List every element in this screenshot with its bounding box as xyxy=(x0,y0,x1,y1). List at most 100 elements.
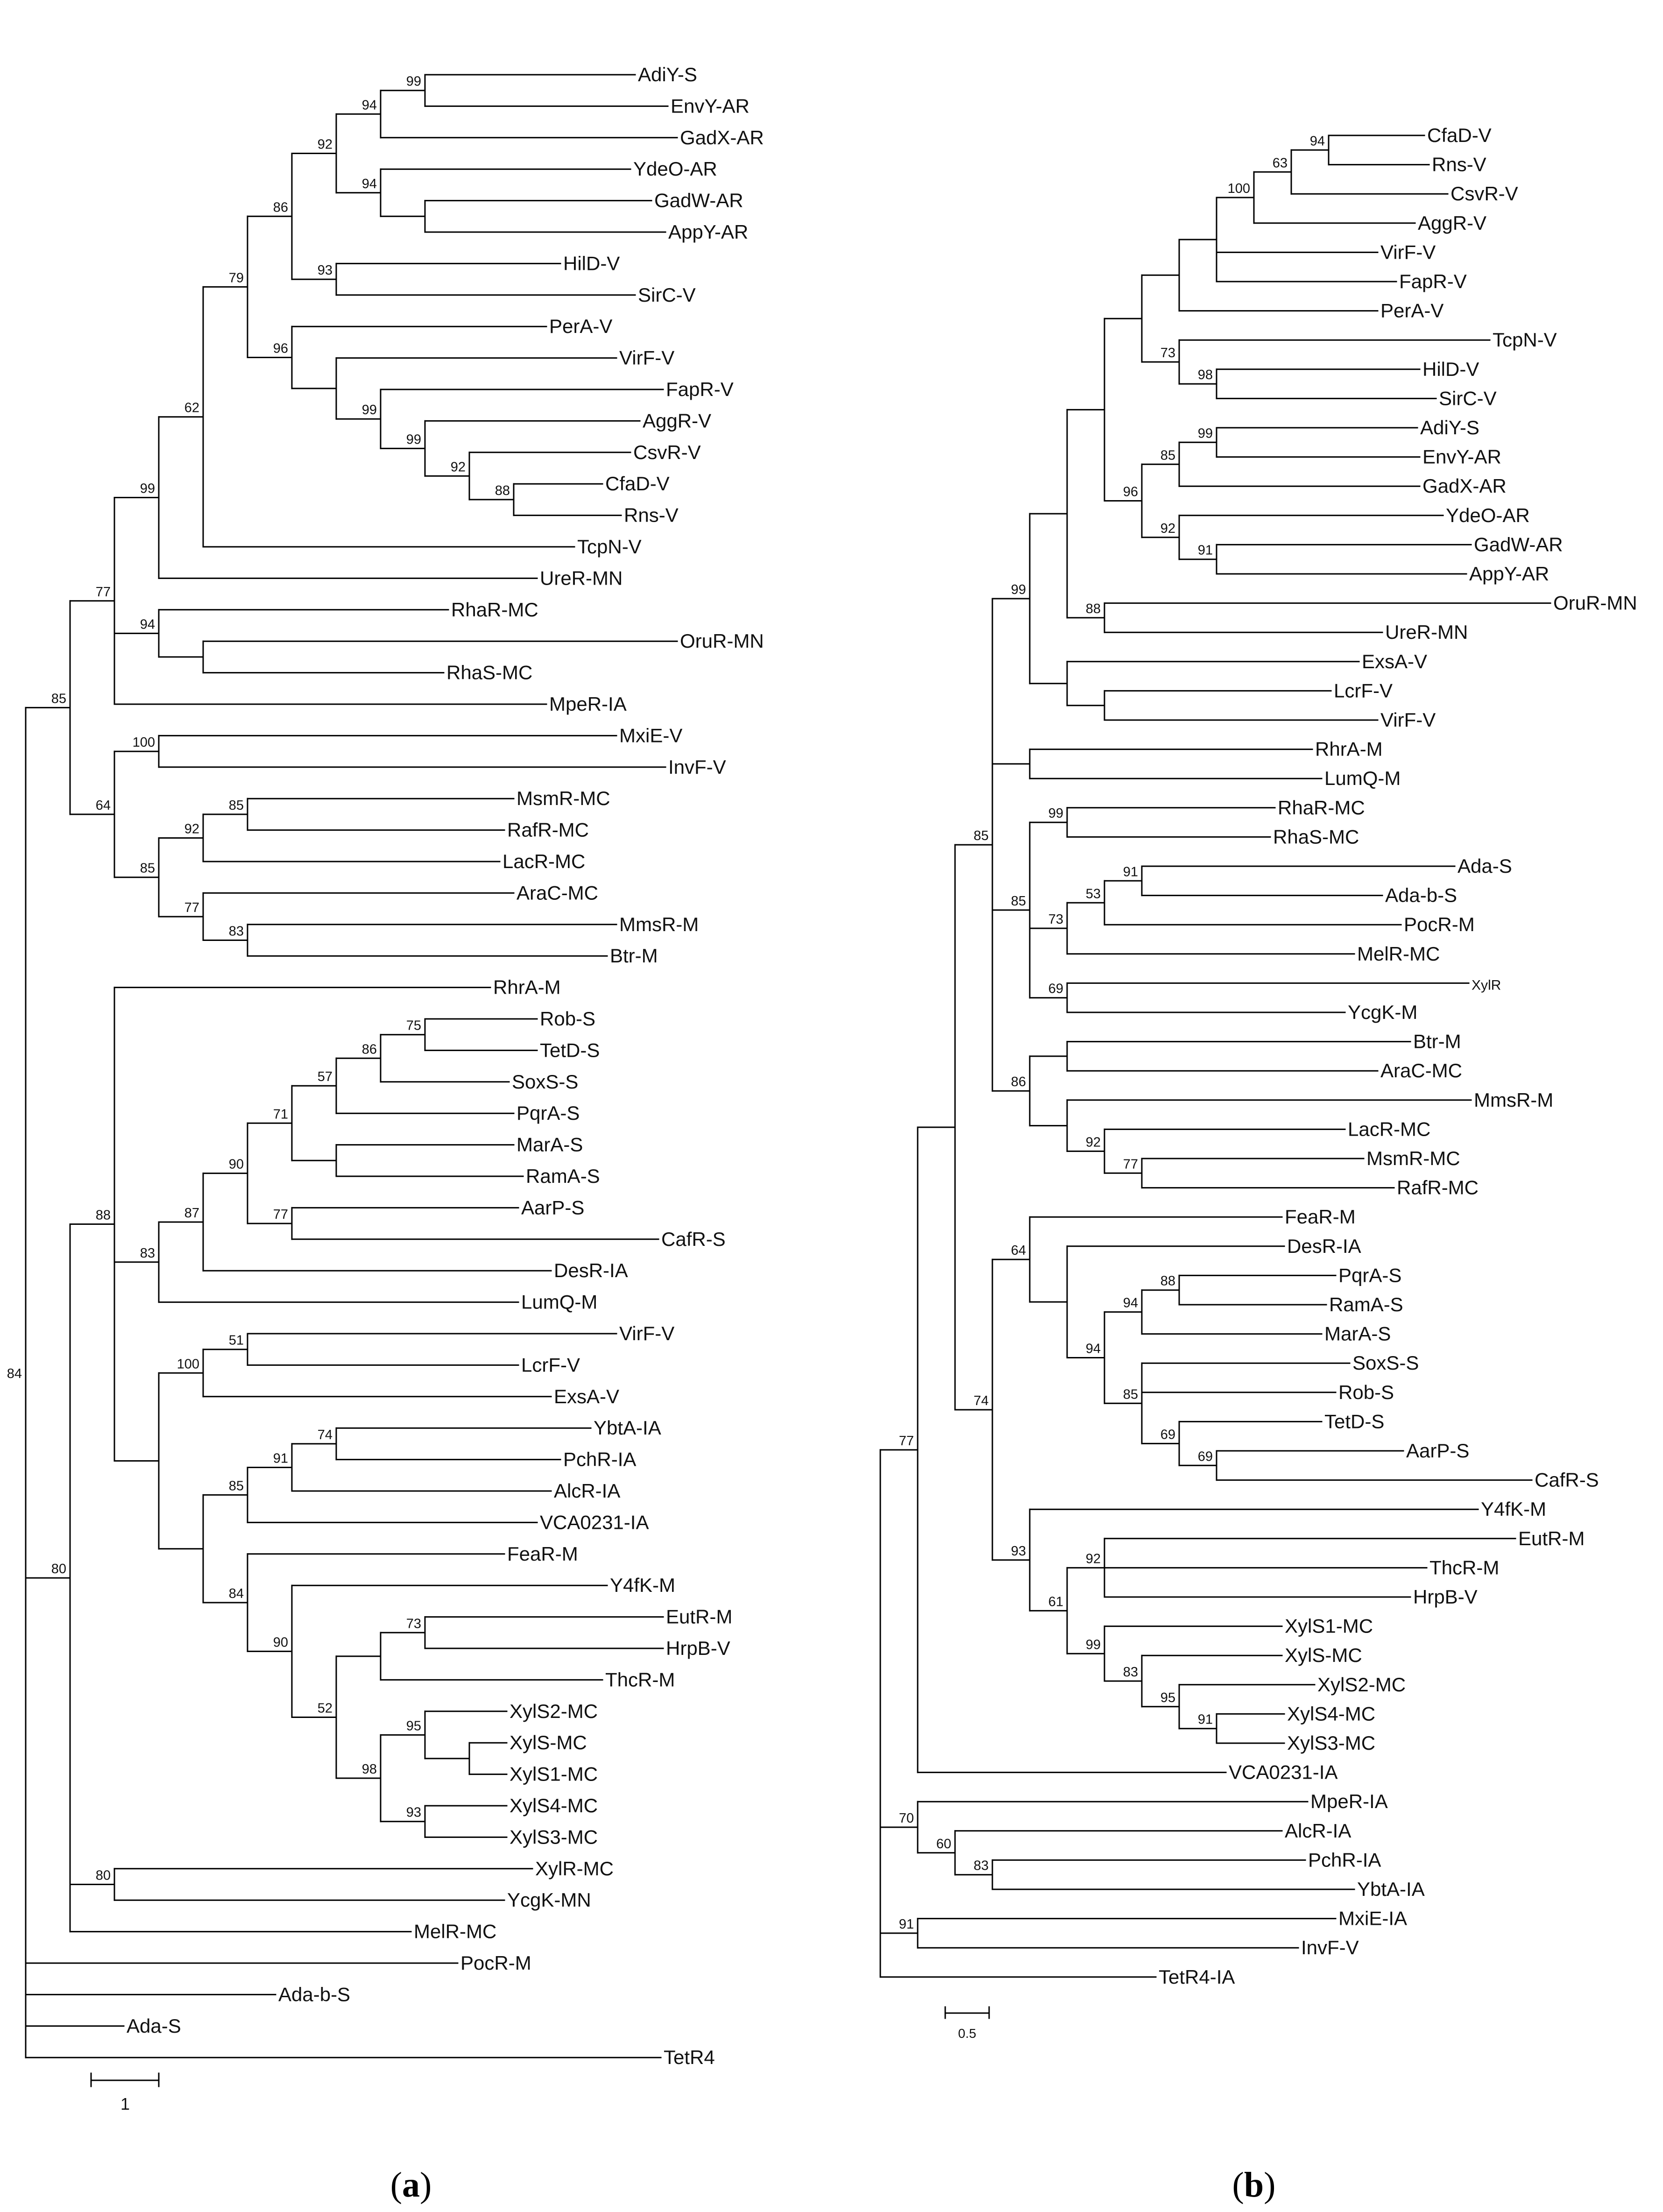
panel-a-support-value: 99 xyxy=(406,432,421,447)
panel-b-leaf-label: ThcR-M xyxy=(1429,1556,1499,1578)
panel-a-leaf-label: LcrF-V xyxy=(521,1354,580,1376)
panel-a-caption: (a) xyxy=(390,2165,432,2205)
panel-b-support-value: 61 xyxy=(1048,1594,1063,1609)
panel-b-leaf-label: CsvR-V xyxy=(1451,183,1518,205)
panel-b-support-value: 98 xyxy=(1198,367,1213,382)
panel-b-leaf-label: YdeO-AR xyxy=(1446,504,1530,526)
panel-a-leaf-label: CsvR-V xyxy=(633,441,701,463)
panel-a-support-value: 80 xyxy=(51,1562,66,1576)
panel-a-leaf-label: TetR4 xyxy=(664,2046,715,2068)
panel-a-support-value: 51 xyxy=(229,1333,244,1348)
panel-b-leaf-label: AraC-MC xyxy=(1380,1060,1462,1081)
panel-b-support-value: 94 xyxy=(1086,1341,1101,1356)
panel-b-support-value: 77 xyxy=(1123,1157,1138,1172)
panel-b-leaf-label: MmsR-M xyxy=(1474,1089,1553,1111)
panel-a-leaf-label: FeaR-M xyxy=(507,1543,578,1565)
panel-a-leaf-label: ExsA-V xyxy=(554,1385,619,1407)
panel-b-leaf-label: XylS2-MC xyxy=(1317,1674,1406,1696)
panel-a-leaf-label: PocR-M xyxy=(460,1952,531,1974)
panel-a-leaf-label: RhaS-MC xyxy=(446,662,532,684)
panel-a-leaf-label: MelR-MC xyxy=(414,1921,496,1943)
panel-b-support-value: 94 xyxy=(1310,134,1325,148)
panel-b-leaf-label: Y4fK-M xyxy=(1481,1498,1546,1520)
panel-a-leaf-label: XylS-MC xyxy=(510,1731,587,1753)
panel-a-support-value: 94 xyxy=(140,617,155,632)
panel-a-support-value: 91 xyxy=(273,1451,288,1466)
panel-b-leaf-label: AggR-V xyxy=(1418,212,1486,234)
panel-a-support-value: 64 xyxy=(96,798,111,813)
panel-b-leaf-label: SirC-V xyxy=(1439,387,1497,409)
panel-b-leaf-label: OruR-MN xyxy=(1553,592,1637,614)
panel-b-support-value: 85 xyxy=(974,828,989,843)
panel-b-support-value: 73 xyxy=(1048,912,1063,927)
panel-a-leaf-label: MarA-S xyxy=(517,1134,583,1156)
panel-b-support-value: 99 xyxy=(1198,426,1213,441)
panel-a-leaf-label: AdiY-S xyxy=(638,64,697,85)
panel-a-support-value: 100 xyxy=(177,1357,199,1371)
panel-b-support-value: 53 xyxy=(1086,886,1101,901)
panel-b-support-value: 99 xyxy=(1086,1637,1101,1652)
panel-b-leaf-label: SoxS-S xyxy=(1352,1352,1419,1374)
panel-a-leaf-label: YdeO-AR xyxy=(633,158,717,180)
panel-a-support-value: 99 xyxy=(362,403,377,417)
panel-a-leaf-label: AraC-MC xyxy=(517,882,598,904)
panel-a-leaf-label: FapR-V xyxy=(666,378,734,400)
panel-b-leaf-label: MsmR-MC xyxy=(1366,1147,1460,1169)
panel-a-support-value: 99 xyxy=(406,74,421,89)
panel-b-support-value: 60 xyxy=(936,1837,951,1852)
panel-a-support-value: 92 xyxy=(318,137,333,152)
panel-a-leaf-label: InvF-V xyxy=(668,756,726,778)
panel-b-support-value: 69 xyxy=(1048,982,1063,996)
panel-b-support-value: 85 xyxy=(1011,894,1026,909)
panel-b-leaf-label: FeaR-M xyxy=(1285,1206,1356,1228)
panel-b-leaf-label: ExsA-V xyxy=(1362,650,1427,672)
panel-a-leaf-label: XylS3-MC xyxy=(510,1826,598,1848)
panel-a-support-value: 85 xyxy=(229,798,244,813)
panel-b-leaf-label: RhaR-MC xyxy=(1278,797,1365,819)
panel-a-leaf-label: GadW-AR xyxy=(654,190,743,212)
panel-b-support-value: 93 xyxy=(1011,1544,1026,1559)
panel-b-support-value: 88 xyxy=(1161,1274,1175,1289)
panel-b-support-value: 69 xyxy=(1198,1449,1213,1464)
panel-a-leaf-label: HrpB-V xyxy=(666,1637,730,1659)
panel-a-leaf-label: YbtA-IA xyxy=(594,1417,661,1439)
panel-a-leaf-label: MsmR-MC xyxy=(517,787,610,809)
panel-a-scale-bar: 1 xyxy=(90,2072,160,2113)
panel-a-support-value: 94 xyxy=(362,177,377,191)
panel-a-support-value: 98 xyxy=(362,1762,377,1777)
panel-b-leaf-label: DesR-IA xyxy=(1287,1235,1361,1257)
panel-a-support-value: 83 xyxy=(140,1246,155,1261)
panel-b-leaf-label: LumQ-M xyxy=(1324,767,1401,789)
panel-a-leaf-label: AppY-AR xyxy=(668,221,748,243)
panel-a-leaf-label: RafR-MC xyxy=(507,819,589,841)
panel-a-leaf-label: DesR-IA xyxy=(554,1259,628,1281)
panel-a-leaf-label: YcgK-MN xyxy=(507,1889,591,1911)
panel-a-leaf-label: Ada-S xyxy=(127,2015,181,2037)
panel-b-leaf-label: InvF-V xyxy=(1301,1936,1359,1958)
panel-b-scale-label: 0.5 xyxy=(958,2026,977,2041)
panel-b-support-value: 100 xyxy=(1228,181,1250,196)
panel-b-leaf-label: EutR-M xyxy=(1518,1527,1585,1549)
panel-b-support-value: 91 xyxy=(1123,864,1138,879)
panel-a-leaf-label: PerA-V xyxy=(549,315,612,337)
panel-a-support-value: 99 xyxy=(140,481,155,496)
panel-a-support-value: 90 xyxy=(229,1157,244,1172)
panel-b-leaf-label: MarA-S xyxy=(1324,1323,1391,1345)
panel-b-support-value: 92 xyxy=(1086,1551,1101,1566)
panel-a-support-value: 88 xyxy=(96,1208,111,1223)
panel-a-support-value: 74 xyxy=(318,1428,333,1442)
panel-a-leaf-label: Ada-b-S xyxy=(278,1983,350,2005)
panel-b-leaf-label: LacR-MC xyxy=(1348,1118,1430,1140)
panel-a-support-value: 100 xyxy=(133,735,155,750)
panel-b-support-value: 99 xyxy=(1048,806,1063,821)
panel-a-support-value: 87 xyxy=(184,1206,199,1221)
panel-b-leaf-label: PerA-V xyxy=(1380,300,1444,322)
panel-a-leaf-label: AlcR-IA xyxy=(554,1480,620,1502)
panel-a-support-value: 77 xyxy=(96,585,111,600)
panel-a-support-value: 88 xyxy=(495,483,510,498)
panel-b-leaf-label: XylS3-MC xyxy=(1287,1732,1375,1754)
panel-b-leaf-label: AlcR-IA xyxy=(1285,1820,1351,1842)
panel-a-support-value: 79 xyxy=(229,270,244,285)
